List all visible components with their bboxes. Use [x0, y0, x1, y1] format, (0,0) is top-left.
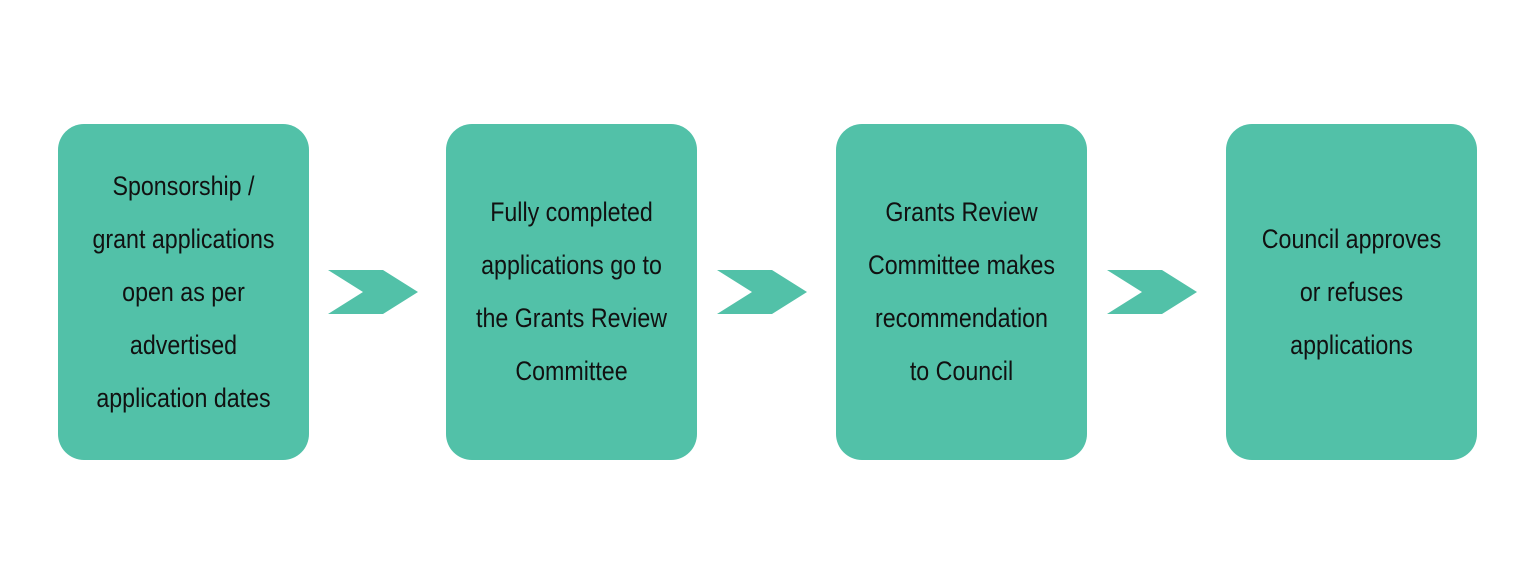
chevron-shape	[717, 270, 807, 314]
step-label: Sponsorship / grant applications open as…	[92, 170, 275, 413]
chevron-right-icon	[328, 270, 418, 314]
step-box-recommendation: Grants Review Committee makes recommenda…	[836, 124, 1087, 460]
step-label: Council approves or refuses applications	[1261, 223, 1442, 360]
step-box-applications-open: Sponsorship / grant applications open as…	[58, 124, 309, 460]
step-box-review-committee: Fully completed applications go to the G…	[446, 124, 697, 460]
step-label: Grants Review Committee makes recommenda…	[867, 197, 1056, 386]
step-box-council-decision: Council approves or refuses applications	[1226, 124, 1477, 460]
step-label: Fully completed applications go to the G…	[475, 197, 668, 386]
chevron-shape	[328, 270, 418, 314]
chevron-right-icon	[1107, 270, 1197, 314]
chevron-right-icon	[717, 270, 807, 314]
chevron-shape	[1107, 270, 1197, 314]
